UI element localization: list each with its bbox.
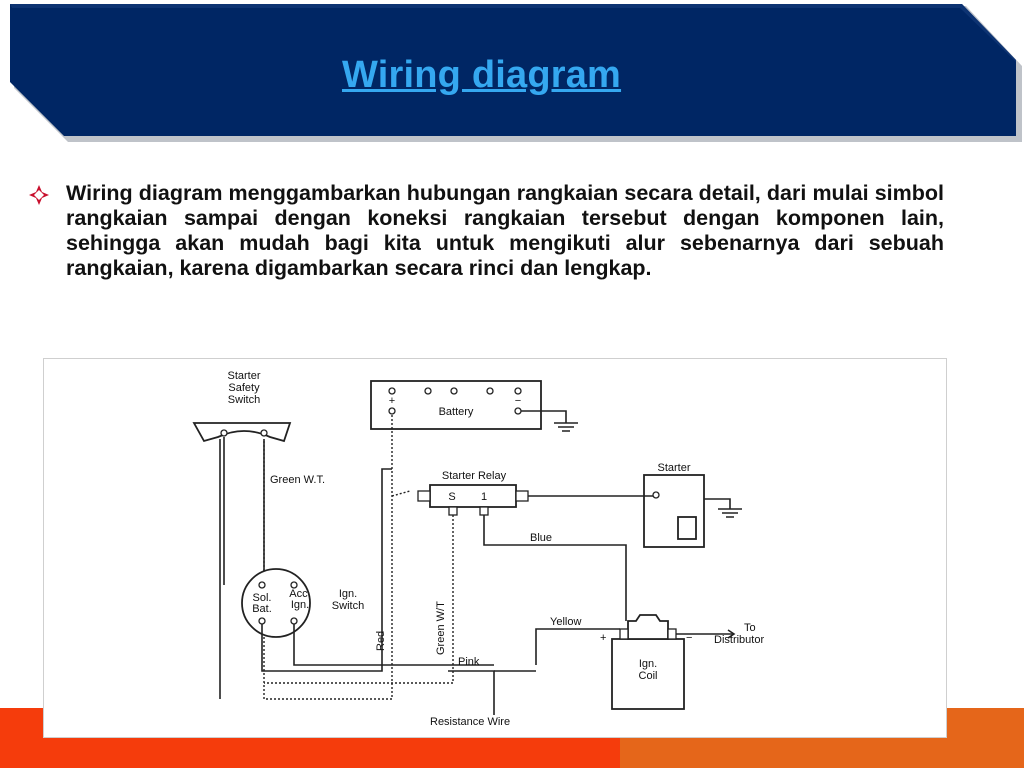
green-wt-vertical-label: Green W/T [435, 601, 447, 655]
pink-wire-label: Pink [458, 656, 480, 668]
sol-label: Sol. [253, 592, 272, 604]
description-paragraph: Wiring diagram menggambarkan hubungan ra… [66, 181, 944, 280]
relay-1-label: 1 [481, 491, 487, 503]
ignition-switch: Sol. Bat. Acc. Ign. Ign. Switch [241, 568, 364, 638]
green-wt-label: Green W.T. [270, 474, 325, 486]
bat-label: Bat. [252, 603, 272, 615]
to-label: To [744, 622, 756, 634]
red-wire-label: Red [375, 631, 387, 651]
safety-switch-label-2: Safety [228, 382, 260, 394]
yellow-wire-label: Yellow [550, 616, 581, 628]
coil-label-1: Ign. [639, 658, 657, 670]
diamond-bullet-icon [29, 185, 49, 205]
starter-label: Starter [657, 462, 690, 474]
coil-plus-label: + [600, 632, 606, 644]
acc-label: Acc. [289, 588, 310, 600]
starter-safety-switch: Starter Safety Switch [192, 370, 292, 443]
header-banner [10, 4, 1022, 142]
coil-label-2: Coil [639, 670, 658, 682]
battery-label: Battery [439, 406, 474, 418]
starter-relay-label: Starter Relay [442, 470, 507, 482]
relay-s-label: S [448, 491, 455, 503]
blue-wire-label: Blue [530, 532, 552, 544]
page-title: Wiring diagram [342, 54, 622, 96]
ign-switch-label-2: Switch [332, 600, 364, 612]
coil-minus-label: − [686, 632, 692, 644]
battery-plus-label: + [389, 395, 395, 407]
wiring-diagram: Starter Safety Switch + − Battery Starte [43, 358, 947, 738]
ignition-coil: + − Ign. Coil [600, 614, 692, 710]
distributor-label: Distributor [714, 634, 764, 646]
starter-relay: Starter Relay S 1 [417, 470, 529, 516]
battery: + − Battery [370, 380, 542, 430]
ign-switch-label-1: Ign. [339, 588, 357, 600]
ign-label: Ign. [291, 599, 309, 611]
starter: Starter [643, 462, 705, 548]
battery-minus-label: − [515, 395, 521, 407]
safety-switch-label-1: Starter [227, 370, 260, 382]
safety-switch-label-3: Switch [228, 394, 260, 406]
resistance-wire-label: Resistance Wire [430, 716, 510, 728]
